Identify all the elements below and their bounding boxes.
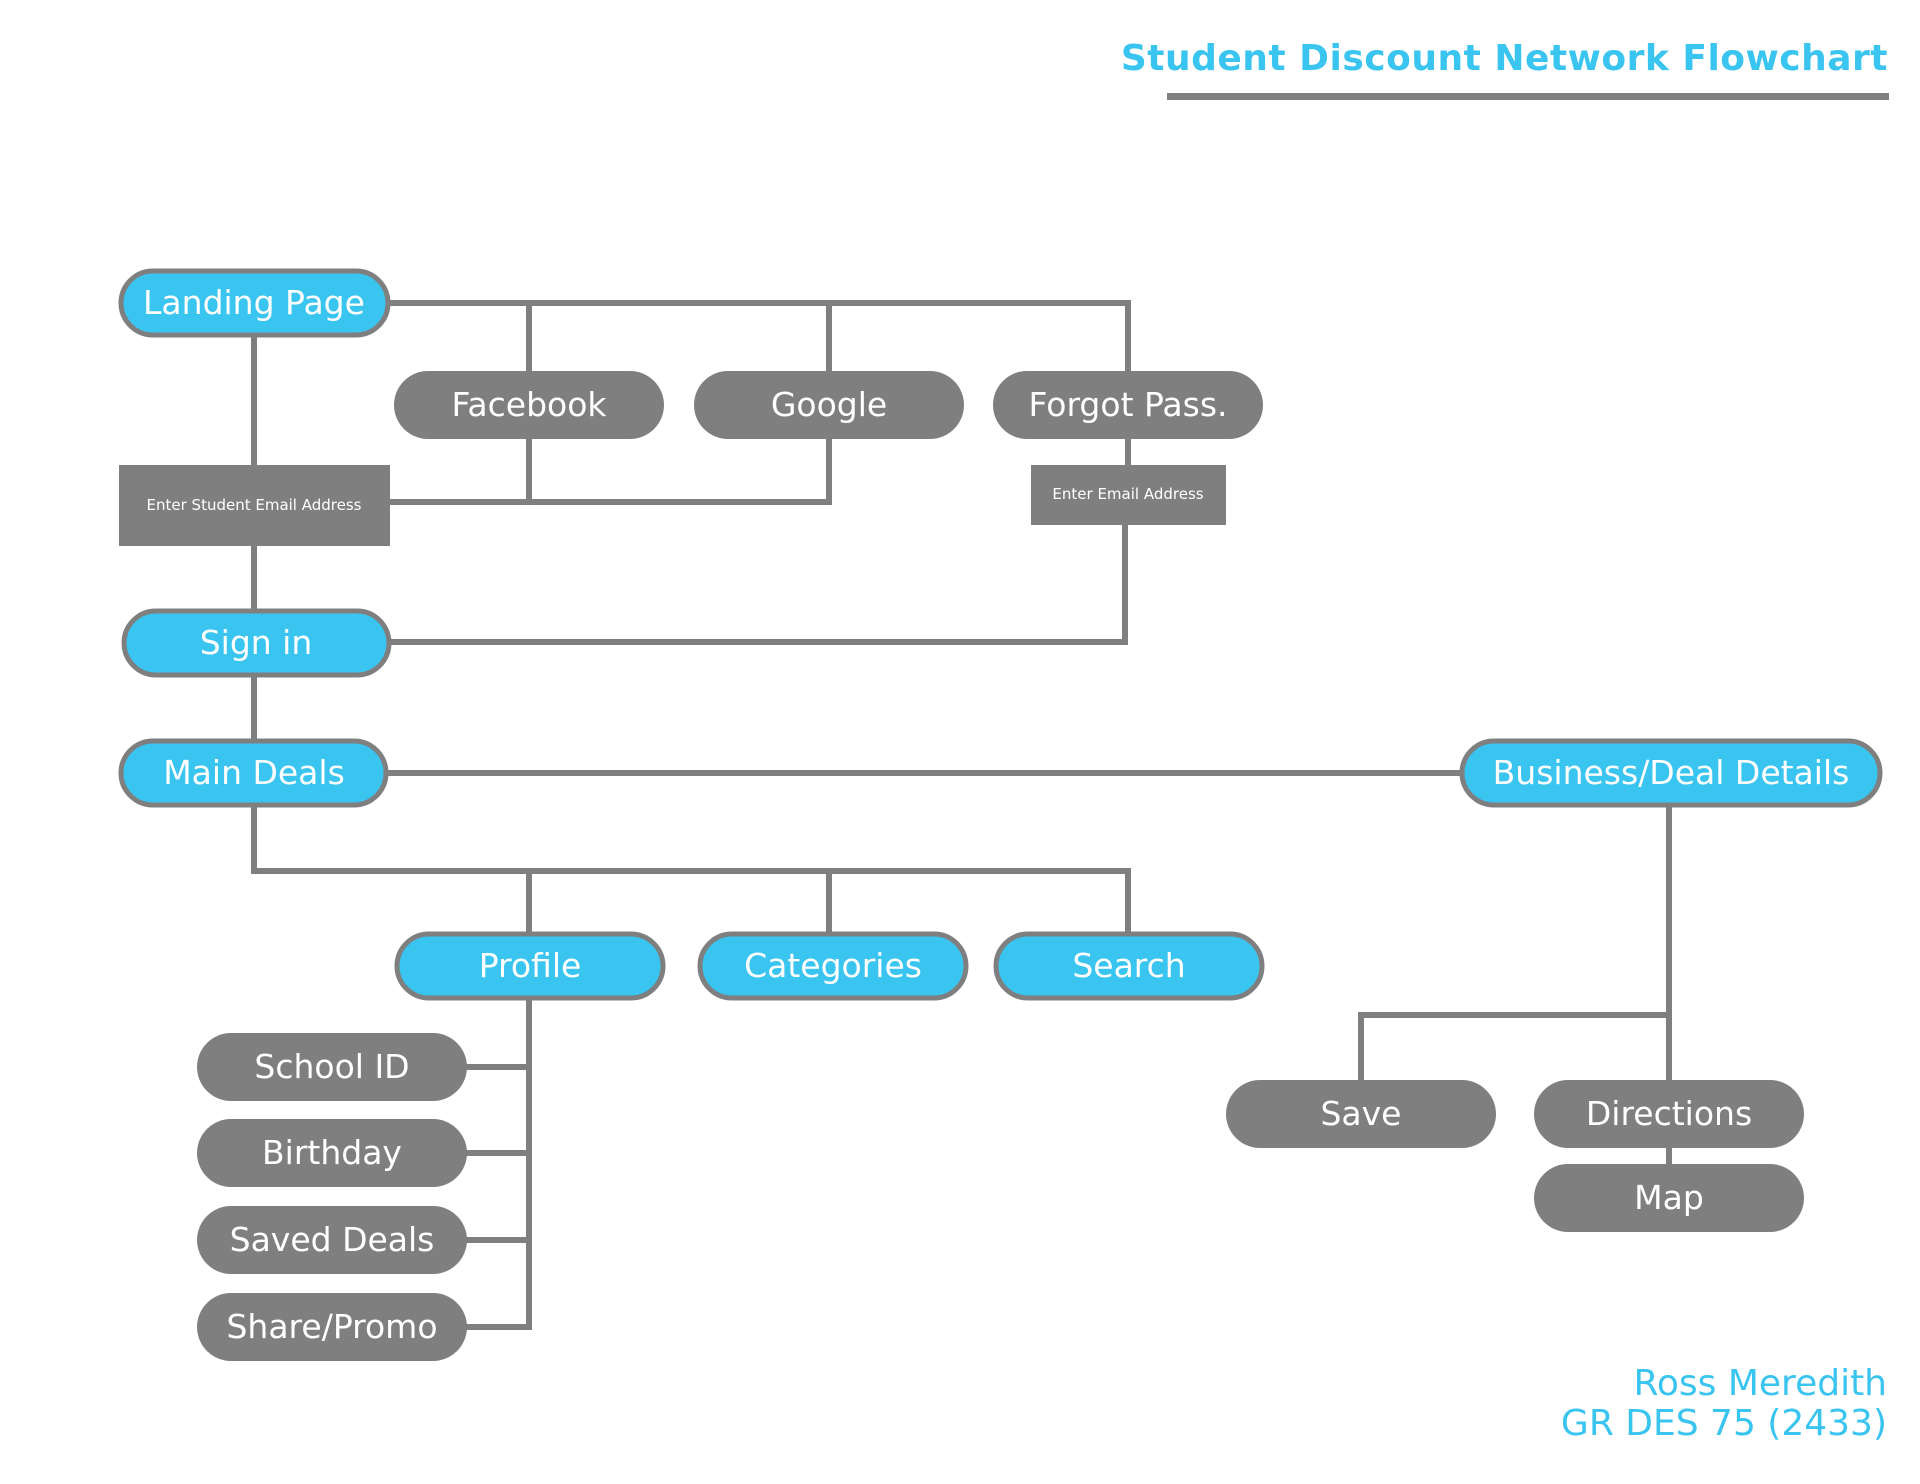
node-share-promo: Share/Promo xyxy=(197,1293,467,1361)
connectors xyxy=(251,300,1672,1330)
node-enter-student-email: Enter Student Email Address xyxy=(119,465,390,546)
node-label: Business/Deal Details xyxy=(1493,753,1850,792)
node-shape xyxy=(993,931,1265,1001)
node-shape xyxy=(993,371,1263,439)
course-code: GR DES 75 (2433) xyxy=(1560,1403,1887,1444)
node-label: Map xyxy=(1634,1178,1704,1217)
node-shape xyxy=(1534,1164,1804,1232)
node-label: Saved Deals xyxy=(230,1220,435,1259)
connector-profile-tree xyxy=(465,998,532,1330)
node-saved-deals: Saved Deals xyxy=(197,1206,467,1274)
node-label: Directions xyxy=(1586,1094,1752,1133)
node-birthday: Birthday xyxy=(197,1119,467,1187)
node-shape xyxy=(1226,1080,1496,1148)
node-save: Save xyxy=(1226,1080,1496,1148)
node-shape xyxy=(394,371,664,439)
node-sign-in: Sign in xyxy=(121,608,392,678)
node-profile: Profile xyxy=(394,931,666,1001)
node-shape xyxy=(197,1119,467,1187)
node-shape xyxy=(697,931,969,1001)
node-forgot-pass: Forgot Pass. xyxy=(993,371,1263,439)
node-categories: Categories xyxy=(697,931,969,1001)
connector-landing-branches xyxy=(390,300,1131,375)
connector-deals-branches xyxy=(251,805,1131,932)
node-shape xyxy=(394,931,666,1001)
node-label: Save xyxy=(1320,1094,1401,1133)
node-label: Forgot Pass. xyxy=(1028,385,1227,424)
node-shape xyxy=(197,1033,467,1101)
node-main-deals: Main Deals xyxy=(118,738,389,808)
node-label: Landing Page xyxy=(143,283,365,322)
node-school-id: School ID xyxy=(197,1033,467,1101)
node-shape xyxy=(694,371,964,439)
node-label: School ID xyxy=(254,1047,409,1086)
node-shape xyxy=(1459,738,1883,808)
node-business-deal-details: Business/Deal Details xyxy=(1459,738,1883,808)
author-block: Ross Meredith GR DES 75 (2433) xyxy=(1561,1364,1887,1444)
page-title: Student Discount Network Flowchart xyxy=(1120,38,1888,79)
node-map: Map xyxy=(1534,1164,1804,1232)
node-facebook: Facebook xyxy=(394,371,664,439)
node-label: Categories xyxy=(744,946,922,985)
node-label: Google xyxy=(771,385,887,424)
node-label: Share/Promo xyxy=(226,1307,437,1346)
node-google: Google xyxy=(694,371,964,439)
node-shape xyxy=(119,465,390,546)
node-directions: Directions xyxy=(1534,1080,1804,1148)
node-label: Profile xyxy=(479,946,582,985)
node-shape xyxy=(197,1206,467,1274)
node-shape xyxy=(1534,1080,1804,1148)
node-label: Sign in xyxy=(200,623,313,662)
node-label: Search xyxy=(1072,946,1185,985)
node-label: Main Deals xyxy=(163,753,345,792)
connector-social-to-email xyxy=(390,437,832,505)
node-shape xyxy=(197,1293,467,1361)
node-label: Enter Email Address xyxy=(1052,485,1203,503)
node-shape xyxy=(118,268,391,338)
node-landing-page: Landing Page xyxy=(118,268,391,338)
node-label: Facebook xyxy=(451,385,607,424)
author-name: Ross Meredith xyxy=(1633,1363,1887,1404)
node-search: Search xyxy=(993,931,1265,1001)
node-shape xyxy=(121,608,392,678)
connector-to-save xyxy=(1358,1012,1669,1081)
node-shape xyxy=(118,738,389,808)
node-label: Enter Student Email Address xyxy=(147,496,362,514)
title-underline xyxy=(1167,93,1889,100)
node-label: Birthday xyxy=(262,1133,402,1172)
node-enter-email: Enter Email Address xyxy=(1031,465,1226,525)
node-shape xyxy=(1031,465,1226,525)
connector-reset-to-signin xyxy=(390,525,1128,645)
